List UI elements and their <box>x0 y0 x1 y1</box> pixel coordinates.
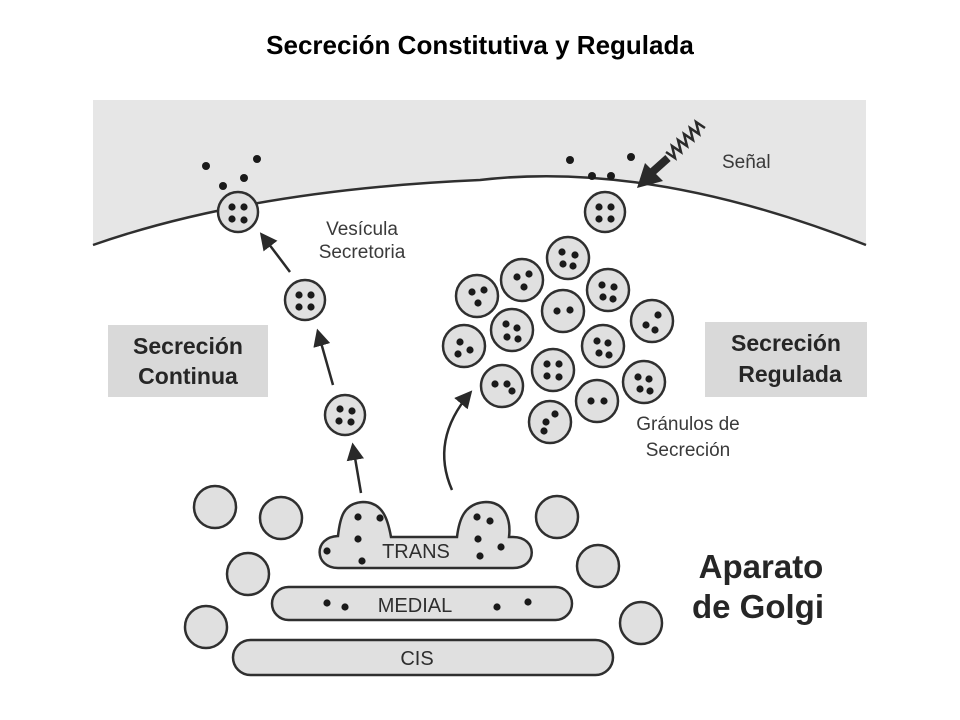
arrow-vesicle-to-membrane <box>259 232 291 273</box>
golgi-apparatus-label-line2: de Golgi <box>692 588 824 625</box>
constitutive-vesicle-upper <box>283 278 327 322</box>
golgi-vesicles <box>183 484 664 650</box>
golgi-cis-cisterna <box>231 638 615 677</box>
granule <box>479 363 525 409</box>
secretory-vesicle-label-line1: Vesícula <box>326 219 398 240</box>
granule <box>629 298 675 344</box>
golgi-medial-cisterna <box>270 585 574 622</box>
granule <box>545 235 591 281</box>
granule <box>530 347 576 393</box>
secretory-vesicle-label-line2: Secretoria <box>319 242 406 263</box>
page-title: Secreción Constitutiva y Regulada <box>266 30 694 60</box>
released-particles-regulated <box>566 153 635 180</box>
golgi-vesicle <box>192 484 238 530</box>
arrow-golgi-to-granules <box>442 390 473 491</box>
golgi-vesicle <box>618 600 664 646</box>
golgi-vesicle <box>183 604 229 650</box>
granule <box>621 359 667 405</box>
golgi-vesicle <box>534 494 580 540</box>
constitutive-secretion-label-line1: Secreción <box>133 333 243 359</box>
granules-label-line2: Secreción <box>646 440 731 461</box>
granule <box>489 307 535 353</box>
trans-cargo-dots <box>323 513 505 565</box>
regulated-secretion-box <box>705 322 867 397</box>
regulated-secretion-label-line1: Secreción <box>731 330 841 356</box>
granule <box>499 257 545 303</box>
granule <box>580 323 626 369</box>
signal-label: Señal <box>722 152 771 173</box>
constitutive-vesicle-lower <box>323 393 367 437</box>
granule <box>527 399 573 445</box>
arrow-golgi-to-vesicle <box>346 442 364 494</box>
cis-label: CIS <box>400 648 433 670</box>
secretory-granules <box>441 235 675 445</box>
constitutive-secretion-box <box>108 325 268 397</box>
granule <box>585 267 631 313</box>
medial-cargo-dots <box>323 598 532 611</box>
granules-label-line1: Gránulos de <box>636 414 740 435</box>
granule <box>540 288 586 334</box>
medial-label: MEDIAL <box>378 595 452 617</box>
golgi-apparatus-label-line1: Aparato <box>699 548 824 585</box>
regulated-secretion-label-line2: Regulada <box>738 361 842 387</box>
released-particles-constitutive <box>202 155 261 190</box>
trans-label: TRANS <box>382 541 450 563</box>
signal-arrow <box>637 119 706 188</box>
plasma-membrane <box>92 174 867 247</box>
granule <box>454 273 500 319</box>
constitutive-secretion-label-line2: Continua <box>138 363 238 389</box>
exocytosis-vesicle-regulated <box>583 190 627 234</box>
extracellular-space <box>93 100 866 245</box>
arrow-lower-to-upper-vesicle <box>313 328 335 386</box>
granule <box>574 378 620 424</box>
granule <box>441 323 487 369</box>
golgi-vesicle <box>225 551 271 597</box>
exocytosis-vesicle-constitutive <box>216 190 260 234</box>
golgi-vesicle <box>258 495 304 541</box>
golgi-vesicle <box>575 543 621 589</box>
